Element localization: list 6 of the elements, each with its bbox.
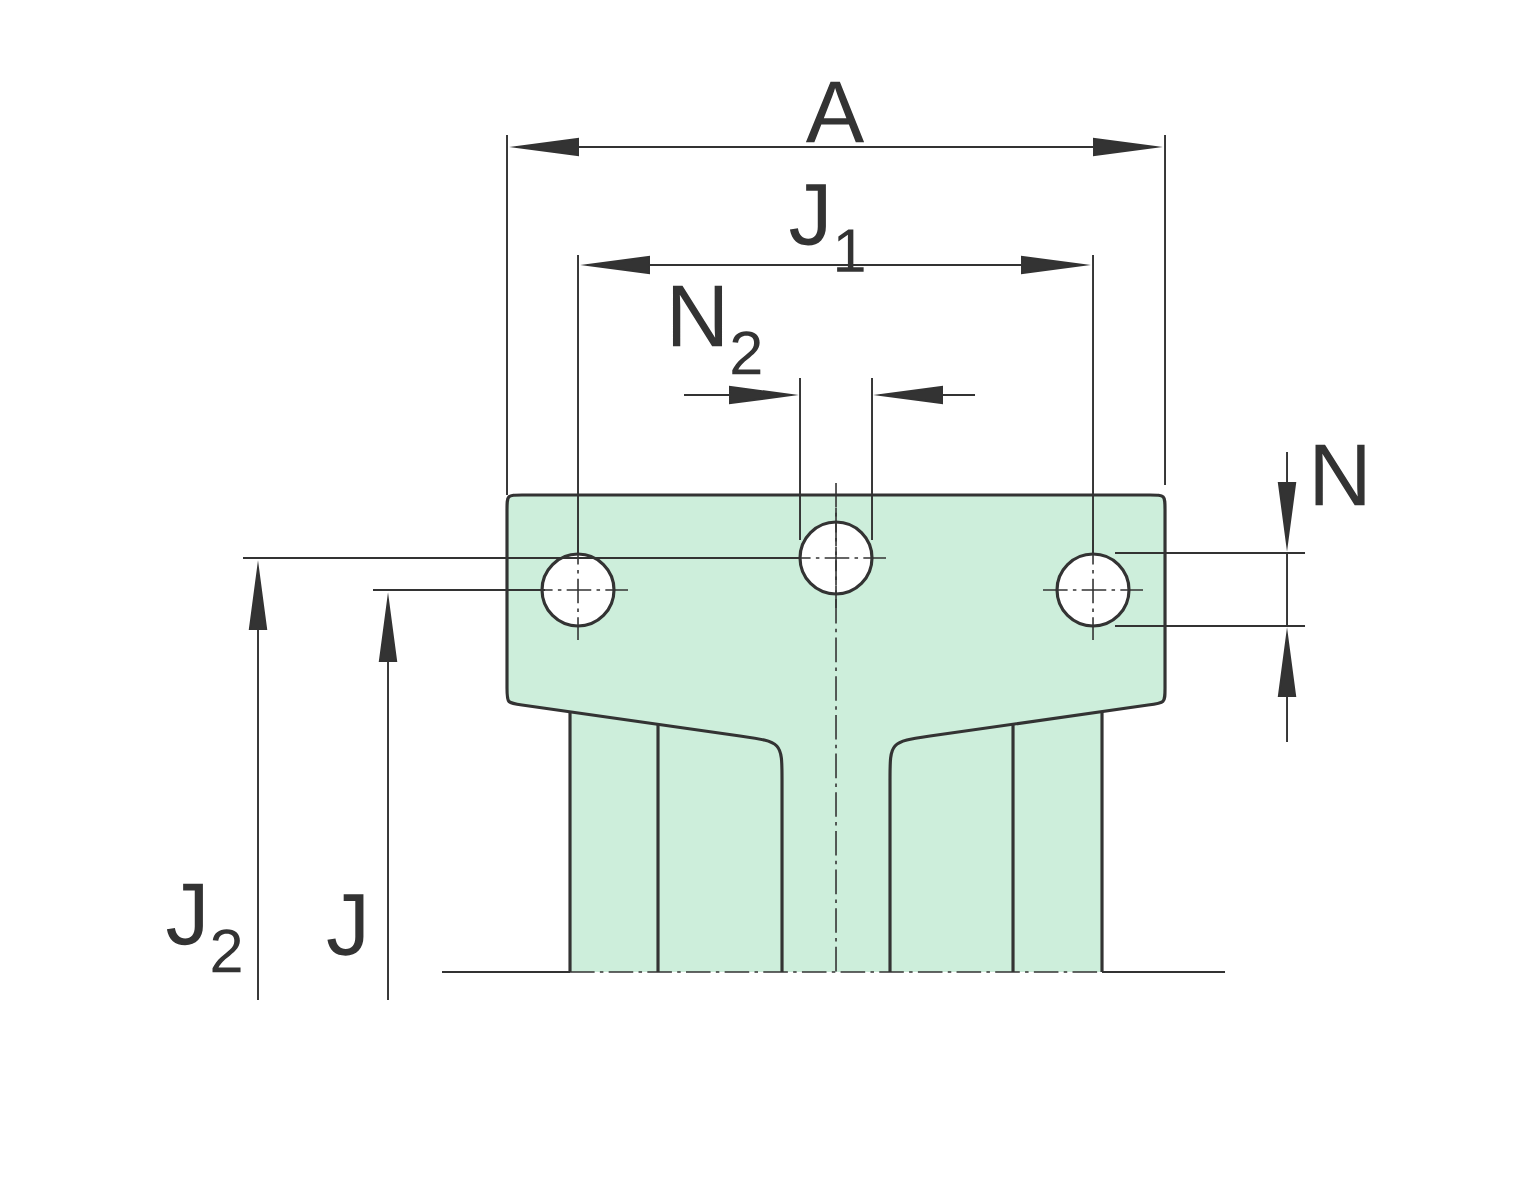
dimension-label: A xyxy=(805,81,865,143)
dimension-label: J xyxy=(327,894,364,956)
dimension-label: J$_{2}$ xyxy=(166,883,241,973)
dimension-label: N xyxy=(1315,444,1365,506)
dimension-label: J$_{1}$ xyxy=(789,184,864,272)
dimension-label: N$_{2}$ xyxy=(672,285,761,375)
